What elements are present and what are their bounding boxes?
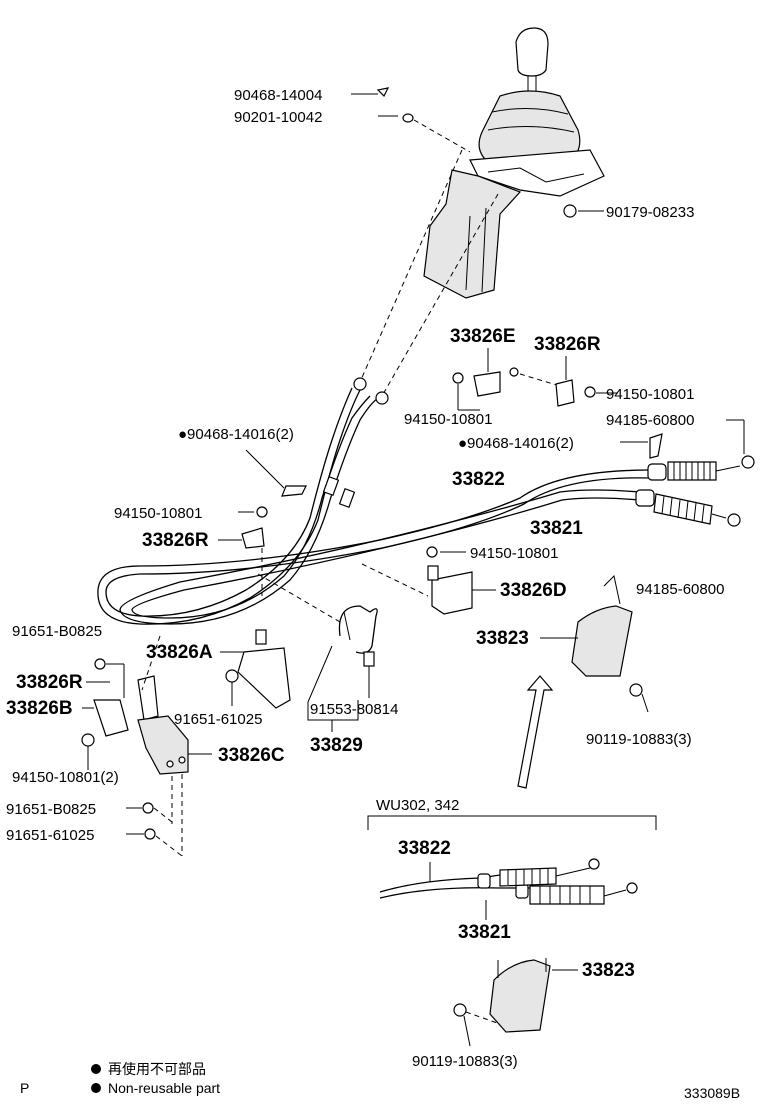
label-91651-b0825-b: 91651-B0825 (6, 801, 96, 818)
label-33821-main: 33821 (530, 518, 583, 539)
bullet-icon (91, 1064, 101, 1074)
label-33829: 33829 (310, 735, 363, 756)
label-90468-14016-left: ●90468-14016(2) (178, 426, 294, 443)
label-94150-10801-a: 94150-10801 (606, 386, 694, 403)
label-94150-10801-b: 94150-10801 (404, 411, 492, 428)
label-33826e: 33826E (450, 326, 516, 347)
label-33822-alt: 33822 (398, 838, 451, 859)
label-33826a: 33826A (146, 642, 213, 663)
label-94150-10801-2: 94150-10801(2) (12, 769, 119, 786)
label-variant: WU302, 342 (376, 797, 459, 814)
label-33821-alt: 33821 (458, 922, 511, 943)
label-94185-60800-a: 94185-60800 (606, 412, 694, 429)
figure-code: 333089B (684, 1085, 740, 1101)
bullet-icon (91, 1083, 101, 1093)
label-90119-10883-a: 90119-10883(3) (586, 731, 692, 748)
label-91651-61025-b: 91651-61025 (6, 827, 94, 844)
label-33826b: 33826B (6, 698, 73, 719)
label-33826r-top: 33826R (534, 334, 601, 355)
label-33823-main: 33823 (476, 628, 529, 649)
label-33826r-low: 33826R (16, 672, 83, 693)
label-91553-80814: 91553-80814 (310, 701, 398, 718)
label-33826c: 33826C (218, 745, 285, 766)
label-91651-b0825-a: 91651-B0825 (12, 623, 102, 640)
label-90179-08233: 90179-08233 (606, 204, 694, 221)
shift-cables (97, 377, 755, 625)
variant-inset (367, 815, 657, 1047)
label-33822-main: 33822 (452, 469, 505, 490)
corner-mark: P (20, 1080, 29, 1096)
label-33826r-left: 33826R (142, 530, 209, 551)
label-90201-10042: 90201-10042 (234, 109, 322, 126)
label-90119-10883-b: 90119-10883(3) (412, 1053, 518, 1070)
label-33823-alt: 33823 (582, 960, 635, 981)
label-94185-60800-b: 94185-60800 (636, 581, 724, 598)
label-94150-10801-d: 94150-10801 (470, 545, 558, 562)
legend-en: Non-reusable part (108, 1080, 220, 1096)
label-33826d: 33826D (500, 580, 567, 601)
label-94150-10801-c: 94150-10801 (114, 505, 202, 522)
label-91651-61025-a: 91651-61025 (174, 711, 262, 728)
shift-lever-assembly (423, 27, 605, 299)
legend-jp: 再使用不可部品 (108, 1061, 206, 1077)
label-90468-14016-right: ●90468-14016(2) (458, 435, 574, 452)
label-90468-14004: 90468-14004 (234, 87, 322, 104)
